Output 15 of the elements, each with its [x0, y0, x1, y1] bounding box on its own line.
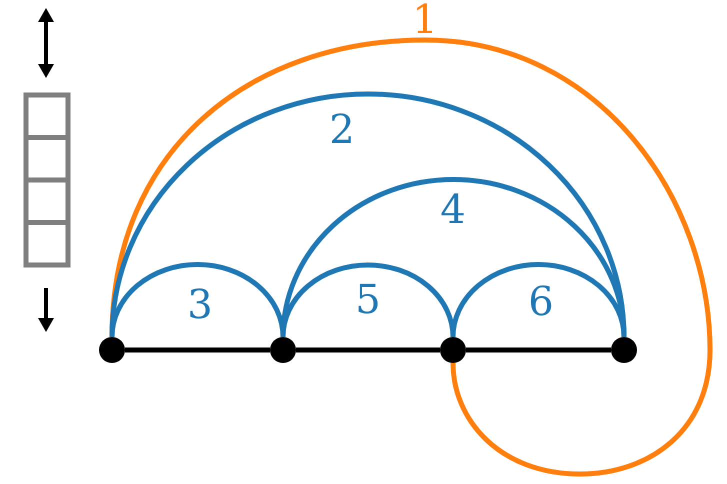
edge-label: 3 [187, 285, 213, 325]
node-dot [99, 337, 125, 363]
edge-label: 1 [412, 0, 438, 40]
connector-line [466, 348, 611, 352]
arc [110, 38, 712, 476]
node-dot [270, 337, 296, 363]
edge-label: 2 [329, 110, 355, 150]
arc [450, 262, 626, 338]
edge-label: 6 [528, 282, 554, 322]
connector-line [125, 348, 270, 352]
node-dot [440, 337, 466, 363]
node-dot [611, 337, 637, 363]
connector-line [296, 348, 440, 352]
edge-label: 4 [440, 190, 466, 230]
edge-label: 5 [355, 280, 381, 320]
